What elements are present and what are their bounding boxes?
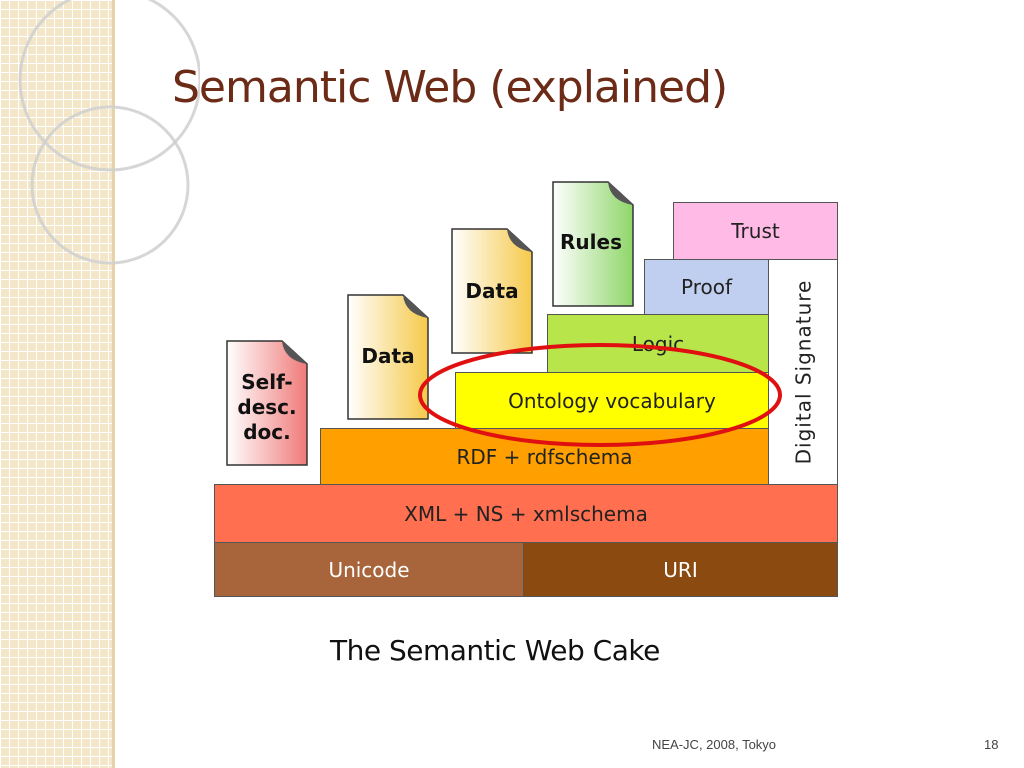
data-doc-icon xyxy=(347,294,429,420)
data-doc-icon xyxy=(451,228,533,354)
slide-title: Semantic Web (explained) xyxy=(172,62,728,113)
xml-layer: XML + NS + xmlschema xyxy=(214,484,838,543)
diagram-caption: The Semantic Web Cake xyxy=(330,634,660,667)
uri-layer: URI xyxy=(523,542,838,597)
proof-layer: Proof xyxy=(644,259,769,315)
data-doc-label-1: Data xyxy=(361,344,415,368)
uri-layer-label: URI xyxy=(663,557,698,582)
highlight-ellipse xyxy=(418,343,782,447)
rdf-layer-label: RDF + rdfschema xyxy=(456,444,633,469)
logic-layer-label: Logic xyxy=(631,331,685,356)
sidebar-edge xyxy=(112,0,115,768)
page-number: 18 xyxy=(984,737,999,752)
self-desc-line-1: Self- xyxy=(241,370,293,394)
logic-layer: Logic xyxy=(547,314,769,373)
trust-layer: Trust xyxy=(673,202,838,260)
ontology-layer-label: Ontology vocabulary xyxy=(508,388,716,413)
proof-layer-label: Proof xyxy=(680,275,732,299)
rules-doc-label: Rules xyxy=(560,230,622,254)
self-desc-line-3: doc. xyxy=(243,420,291,444)
digital-signature-label: Digital Signature xyxy=(791,279,815,465)
unicode-layer: Unicode xyxy=(214,542,524,597)
self-desc-line-2: desc. xyxy=(237,395,297,419)
footer-text: NEA-JC, 2008, Tokyo xyxy=(652,737,777,752)
self-desc-doc-label: Self- desc. doc. xyxy=(228,370,306,445)
digital-signature-layer: Digital Signature xyxy=(768,259,838,485)
self-desc-doc-icon xyxy=(226,340,308,466)
data-doc-label-2: Data xyxy=(465,279,519,303)
decorative-circles xyxy=(18,0,200,265)
xml-layer-label: XML + NS + xmlschema xyxy=(404,501,648,526)
unicode-layer-label: Unicode xyxy=(328,557,410,582)
rules-doc-icon xyxy=(552,181,634,307)
trust-layer-label: Trust xyxy=(731,219,780,243)
